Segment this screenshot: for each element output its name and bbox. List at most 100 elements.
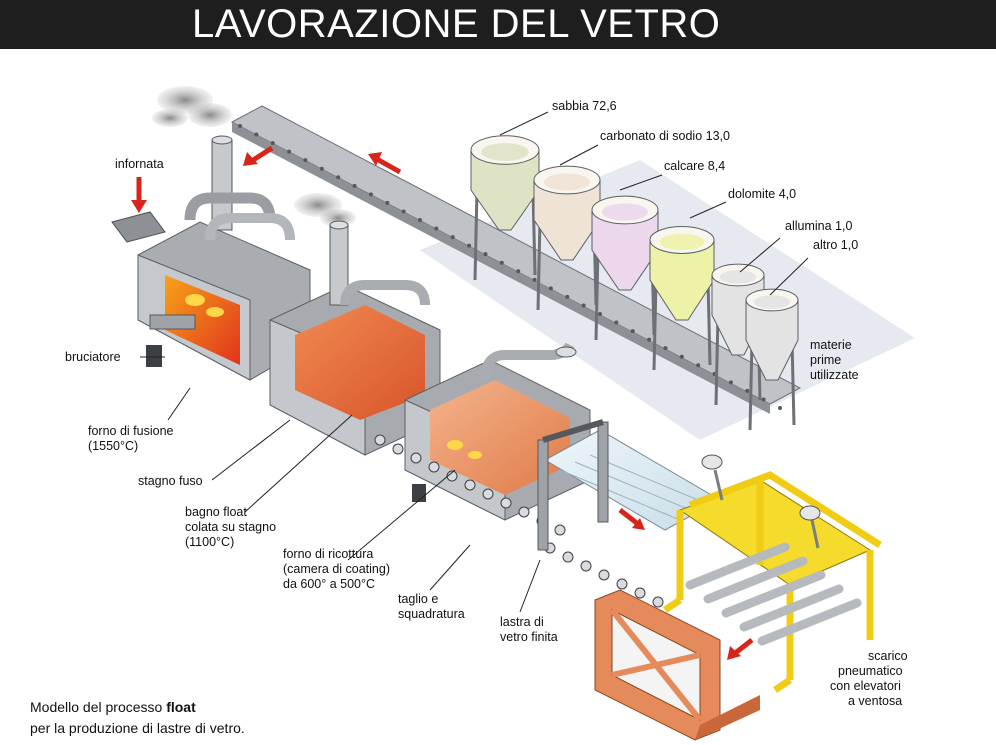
caption-line-2: per la produzione di lastre di vetro. — [30, 720, 245, 736]
roller — [598, 569, 610, 581]
annealing-chamber — [430, 380, 570, 495]
tin-bath — [295, 305, 425, 420]
label-sabbia: sabbia 72,6 — [552, 99, 617, 113]
belt-link — [679, 354, 684, 359]
label-bagno-float-1: bagno float — [185, 505, 247, 519]
roller — [554, 524, 566, 536]
arrow-conveyor — [373, 155, 402, 175]
belt-link — [467, 243, 472, 248]
belt-link — [696, 363, 701, 368]
belt-link — [548, 286, 553, 291]
batch-hopper — [111, 211, 166, 243]
roller — [446, 470, 458, 482]
page-title: LAVORAZIONE DEL VETRO — [192, 2, 721, 46]
belt-link — [270, 141, 275, 146]
belt-link — [385, 200, 390, 205]
label-dolomite: dolomite 4,0 — [728, 187, 796, 201]
label-forno-fusione-1: forno di fusione — [88, 424, 174, 438]
roller — [464, 479, 476, 491]
belt-link — [238, 124, 242, 128]
roller — [616, 578, 628, 590]
belt-link — [450, 235, 455, 240]
label-bagno-float-2: colata su stagno — [185, 520, 276, 534]
belt-link — [581, 303, 586, 308]
belt-link — [647, 337, 652, 342]
label-taglio-2: squadratura — [398, 607, 465, 621]
pneumatic-unloader — [663, 454, 882, 693]
roller — [374, 434, 386, 446]
belt-link — [401, 209, 406, 214]
label-bruciatore: bruciatore — [65, 350, 121, 364]
belt-link — [745, 388, 750, 393]
belt-link — [761, 397, 766, 402]
smoke-cloud-middle — [294, 193, 356, 227]
title-bar: LAVORAZIONE DEL VETRO — [0, 0, 996, 49]
unloader-roller — [757, 598, 862, 646]
roller — [634, 587, 646, 599]
belt-link — [565, 294, 570, 299]
belt-link — [499, 260, 504, 265]
unloader-roller — [721, 570, 826, 618]
label-scarico-1: scarico — [868, 649, 908, 663]
burner-unit — [146, 345, 162, 367]
roller — [518, 506, 530, 518]
belt-link — [483, 252, 488, 257]
arrow-unload — [732, 638, 754, 656]
belt-link — [532, 277, 537, 282]
unloader-roller — [685, 542, 790, 590]
roller — [562, 551, 574, 563]
belt-link — [287, 149, 292, 154]
caption-line-1: Modello del processo float — [30, 699, 196, 715]
belt-link — [319, 166, 324, 171]
float-process-diagram: infornata bruciatore forno di fusione (1… — [30, 86, 915, 741]
silo — [745, 288, 799, 431]
glass-storage-rack — [594, 589, 760, 741]
diagram-labels: infornata bruciatore forno di fusione (1… — [65, 99, 908, 708]
roller — [500, 497, 512, 509]
label-carbonato: carbonato di sodio 13,0 — [600, 129, 730, 143]
silo — [533, 165, 601, 311]
silo — [649, 226, 715, 371]
belt-link — [663, 346, 668, 351]
label-materie-2: prime — [810, 353, 841, 367]
arrow-glass — [618, 508, 640, 526]
belt-link — [630, 329, 635, 334]
label-scarico-3: con elevatori — [830, 679, 901, 693]
cutting-station — [537, 419, 722, 551]
silos-group — [470, 135, 799, 431]
label-scarico-4: a ventosa — [848, 694, 902, 708]
belt-link — [516, 269, 521, 274]
roller — [410, 452, 422, 464]
belt-link — [303, 158, 308, 163]
belt-link — [336, 175, 341, 180]
roller — [580, 560, 592, 572]
unloader-roller — [703, 556, 808, 604]
belt-link — [254, 132, 259, 137]
label-ricottura-3: da 600° a 500°C — [283, 577, 375, 591]
belt-link — [434, 226, 439, 231]
belt-link — [418, 218, 422, 222]
melting-furnace — [111, 135, 311, 381]
belt-link — [368, 192, 373, 197]
silo — [591, 195, 659, 341]
label-bagno-float-3: (1100°C) — [185, 535, 234, 549]
label-taglio-1: taglio e — [398, 592, 438, 606]
roller — [652, 596, 664, 608]
label-scarico-2: pneumatico — [838, 664, 903, 678]
raw-material-conveyor — [230, 105, 802, 414]
belt-link — [352, 183, 357, 188]
leader-lines — [140, 111, 809, 613]
roller — [392, 443, 404, 455]
label-materie-3: utilizzate — [810, 368, 859, 382]
roller — [428, 461, 440, 473]
label-ricottura-1: forno di ricottura — [283, 547, 373, 561]
roller-conveyor — [374, 434, 664, 608]
label-stagno-fuso: stagno fuso — [138, 474, 203, 488]
label-calcare: calcare 8,4 — [664, 159, 725, 173]
unloader-roller — [739, 584, 844, 632]
label-lastra-2: vetro finita — [500, 630, 558, 644]
flow-arrows — [131, 145, 754, 660]
fire-chamber — [165, 275, 240, 365]
belt-link — [598, 312, 602, 316]
belt-link — [778, 406, 782, 410]
